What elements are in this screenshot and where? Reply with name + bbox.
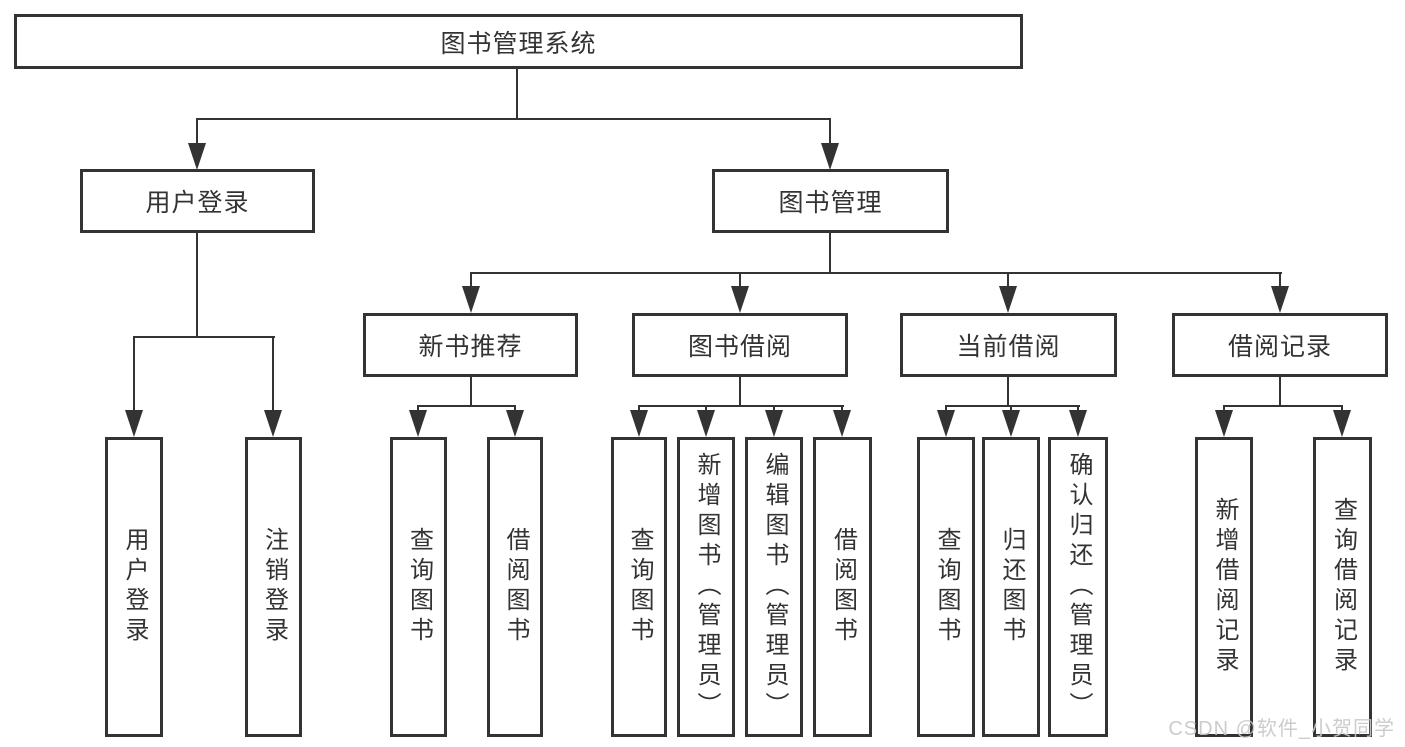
arrow-down-icon — [765, 407, 783, 437]
node-borrowing-records: 借阅记录 — [1172, 313, 1388, 377]
connector-line — [470, 272, 1282, 274]
connector-line — [638, 405, 844, 407]
node-leaf-logout: 注销登录 — [245, 437, 302, 737]
arrow-down-icon — [1333, 407, 1351, 437]
arrow-down-icon — [125, 338, 143, 437]
node-br-add-record: 新增借阅记录 — [1195, 437, 1253, 737]
node-cb-confirm-return-admin: 确认归还（管理员） — [1048, 437, 1108, 737]
leaf-label: 借阅图书 — [502, 527, 529, 647]
leaf-label: 用户登录 — [121, 527, 148, 647]
connector-line — [1279, 377, 1281, 406]
arrow-down-icon — [833, 407, 851, 437]
connector-line — [417, 405, 516, 407]
arrow-down-icon — [1069, 407, 1087, 437]
leaf-label: 查询图书 — [933, 527, 960, 647]
arrow-down-icon — [937, 407, 955, 437]
arrow-down-icon — [697, 407, 715, 437]
node-rec-borrow-books: 借阅图书 — [487, 437, 543, 737]
connector-line — [1223, 405, 1343, 407]
leaf-label: 编辑图书（管理员） — [761, 452, 788, 722]
node-bb-borrow-books: 借阅图书 — [813, 437, 872, 737]
arrow-down-icon — [821, 120, 839, 170]
arrow-down-icon — [999, 274, 1017, 313]
node-cb-return-books: 归还图书 — [982, 437, 1040, 737]
watermark: CSDN @软件_小贺同学 — [1168, 718, 1395, 740]
leaf-label: 查询借阅记录 — [1329, 497, 1357, 677]
leaf-label: 查询图书 — [626, 527, 653, 647]
node-bb-query-books: 查询图书 — [611, 437, 667, 737]
arrow-down-icon — [264, 338, 282, 437]
node-leaf-user-login: 用户登录 — [105, 437, 163, 737]
node-cb-query-books: 查询图书 — [917, 437, 975, 737]
arrow-down-icon — [506, 407, 524, 437]
connector-line — [516, 68, 518, 119]
arrow-down-icon — [409, 407, 427, 437]
connector-line — [829, 233, 831, 273]
node-current-borrowing: 当前借阅 — [900, 313, 1117, 377]
node-br-query-record: 查询借阅记录 — [1313, 437, 1372, 737]
node-bb-add-books-admin: 新增图书（管理员） — [677, 437, 735, 737]
connector-line — [739, 377, 741, 406]
node-user-login: 用户登录 — [80, 169, 315, 233]
node-rec-query-books: 查询图书 — [390, 437, 447, 737]
connector-line — [470, 377, 472, 406]
arrow-down-icon — [731, 274, 749, 313]
arrow-down-icon — [188, 120, 206, 170]
leaf-label: 新增借阅记录 — [1211, 497, 1238, 677]
connector-line — [945, 405, 1080, 407]
leaf-label: 归还图书 — [998, 527, 1025, 647]
arrow-down-icon — [1215, 407, 1233, 437]
arrow-down-icon — [1002, 407, 1020, 437]
connector-line — [1007, 377, 1009, 406]
leaf-label: 注销登录 — [260, 527, 288, 647]
arrow-down-icon — [630, 407, 648, 437]
connector-line — [196, 118, 831, 120]
leaf-label: 查询图书 — [405, 527, 433, 647]
node-new-book-recommend: 新书推荐 — [363, 313, 578, 377]
arrow-down-icon — [462, 274, 480, 313]
node-book-borrowing: 图书借阅 — [632, 313, 848, 377]
arrow-down-icon — [1271, 274, 1289, 313]
node-book-management: 图书管理 — [712, 169, 949, 233]
node-root: 图书管理系统 — [14, 14, 1023, 69]
connector-line — [133, 336, 275, 338]
leaf-label: 确认归还（管理员） — [1065, 452, 1092, 722]
leaf-label: 新增图书（管理员） — [693, 452, 720, 722]
node-bb-edit-books-admin: 编辑图书（管理员） — [745, 437, 803, 737]
connector-line — [196, 233, 198, 337]
leaf-label: 借阅图书 — [829, 527, 857, 647]
